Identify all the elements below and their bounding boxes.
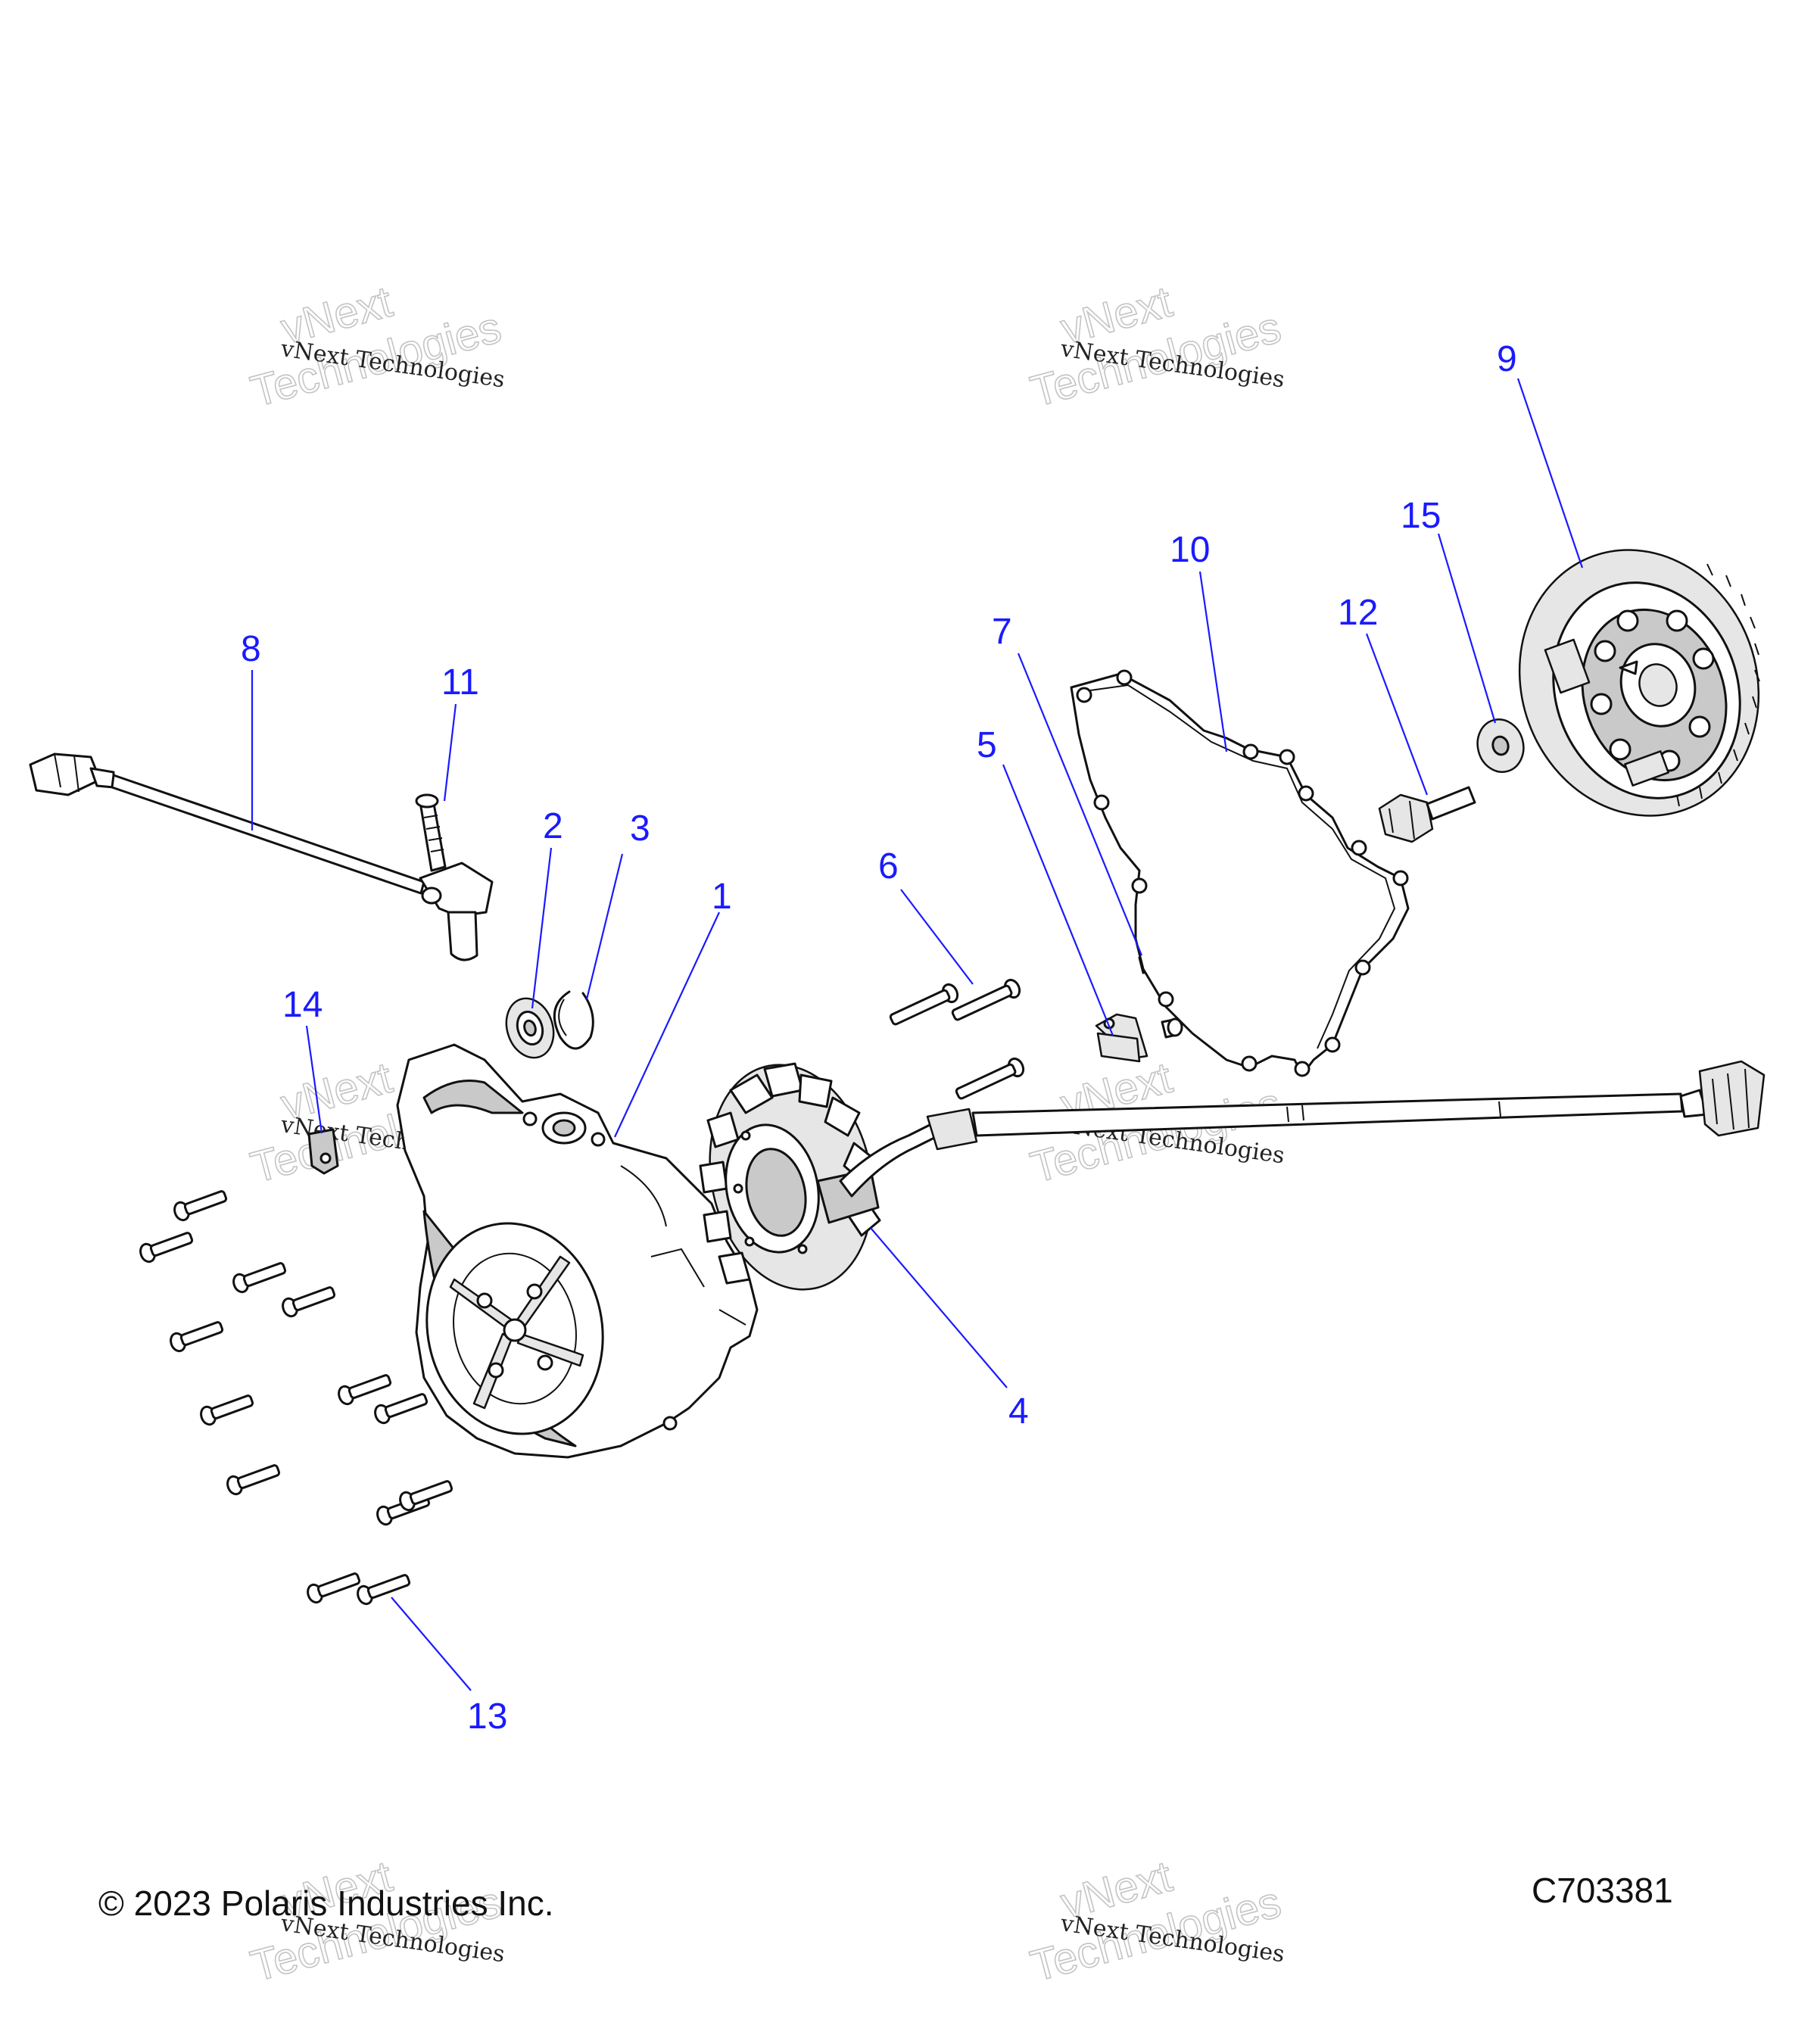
callout-5: 5 <box>977 725 997 765</box>
leader-line-10 <box>1198 571 1228 752</box>
sensor-harness <box>29 752 494 961</box>
wire-clip <box>307 1128 339 1175</box>
callout-labels: 1 2 3 4 5 6 7 8 9 10 11 12 13 14 15 <box>241 339 1517 1737</box>
stator-bolts <box>889 978 1025 1100</box>
stator-harness <box>839 1060 1766 1198</box>
callout-2: 2 <box>543 806 563 846</box>
leader-line-5 <box>1002 764 1114 1036</box>
watermark-top-left: vNext Technologies vNext Technologies <box>245 276 506 417</box>
leader-line-3 <box>585 853 624 1000</box>
callout-9: 9 <box>1497 339 1517 379</box>
leader-line-14 <box>305 1025 323 1134</box>
flywheel <box>1518 549 1760 817</box>
stator <box>699 1062 881 1291</box>
callout-6: 6 <box>878 846 899 886</box>
cover-bolts <box>139 1190 453 1606</box>
callout-8: 8 <box>241 629 261 669</box>
washer <box>1476 718 1525 773</box>
callout-13: 13 <box>467 1697 507 1737</box>
watermark-bottom-right: vNext Technologies vNext Technologies <box>1025 1851 1286 1992</box>
bearing <box>505 997 555 1059</box>
leader-line-6 <box>900 889 974 985</box>
callout-3: 3 <box>630 809 650 849</box>
wire-bracket <box>1095 1013 1148 1063</box>
flywheel-bolt <box>1378 786 1476 843</box>
cover-gasket <box>1070 669 1410 1077</box>
callout-1: 1 <box>712 877 732 917</box>
figure-code: C703381 <box>1532 1871 1673 1910</box>
sensor-screw <box>415 793 447 872</box>
leader-line-2 <box>531 847 553 1009</box>
leader-line-12 <box>1365 633 1429 796</box>
callout-7: 7 <box>992 612 1012 652</box>
callout-4: 4 <box>1008 1391 1029 1432</box>
watermark-top-right: vNext Technologies vNext Technologies <box>1025 276 1286 417</box>
leader-line-11 <box>443 703 457 802</box>
leader-line-9 <box>1516 378 1584 569</box>
leader-line-4 <box>870 1227 1008 1388</box>
leader-line-15 <box>1437 533 1497 724</box>
copyright-notice: © 2023 Polaris Industries Inc. <box>98 1884 554 1923</box>
stator-cover <box>396 1043 759 1459</box>
callout-15: 15 <box>1401 496 1441 536</box>
callout-14: 14 <box>282 985 323 1025</box>
leader-line-13 <box>391 1597 472 1691</box>
callout-10: 10 <box>1170 530 1210 570</box>
leader-line-7 <box>1017 653 1143 956</box>
callout-12: 12 <box>1338 593 1378 633</box>
leader-lines <box>251 378 1584 1691</box>
snap-ring <box>553 990 594 1050</box>
callout-11: 11 <box>441 662 479 703</box>
leader-line-1 <box>614 911 720 1138</box>
